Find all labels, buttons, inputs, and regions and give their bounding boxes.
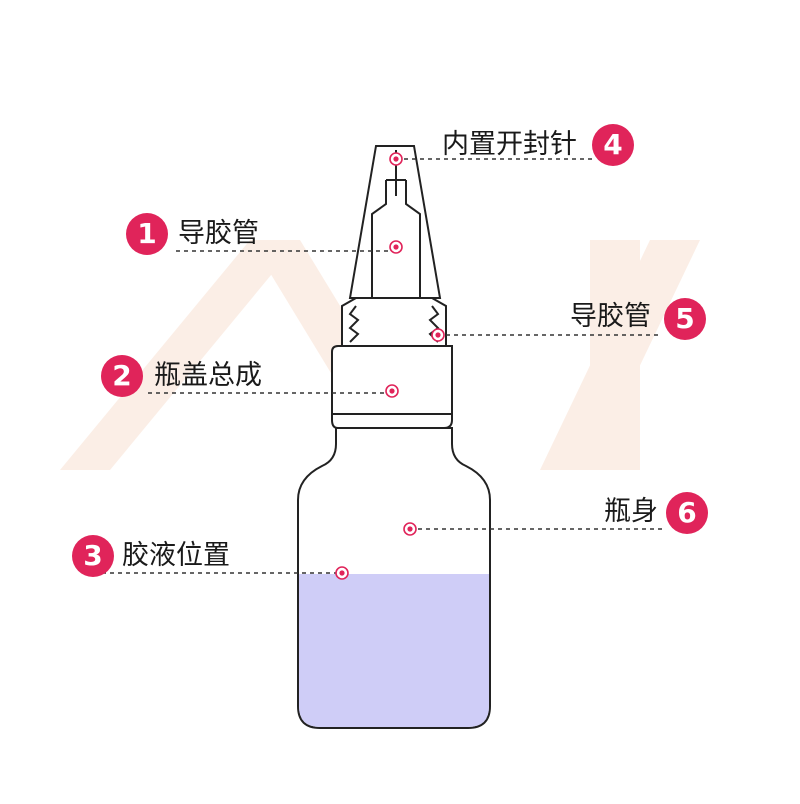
bottle-body xyxy=(297,427,491,729)
marker-dot-4 xyxy=(389,152,403,166)
leader-lines xyxy=(102,158,662,574)
callout-label-4: 内置开封针 xyxy=(442,129,577,160)
marker-dot-5 xyxy=(431,328,445,342)
callout-badge-5: 5 xyxy=(664,298,706,340)
callout-badge-6: 6 xyxy=(666,492,708,534)
marker-dot-1 xyxy=(389,240,403,254)
callout-label-5: 导胶管 xyxy=(570,301,651,332)
marker-dot-2 xyxy=(385,384,399,398)
marker-dot-3 xyxy=(335,566,349,580)
nozzle-cone xyxy=(348,145,442,299)
callout-label-2: 瓶盖总成 xyxy=(154,360,262,391)
callout-badge-3: 3 xyxy=(72,535,114,577)
callout-label-1: 导胶管 xyxy=(178,218,259,249)
callout-badge-4: 4 xyxy=(592,124,634,166)
callout-badge-2: 2 xyxy=(101,355,143,397)
glue-liquid xyxy=(299,574,489,727)
marker-dots xyxy=(335,152,445,580)
callout-label-6: 瓶身 xyxy=(604,496,658,527)
threaded-nozzle-base xyxy=(341,297,447,347)
marker-dot-6 xyxy=(403,522,417,536)
callout-label-3: 胶液位置 xyxy=(122,540,230,571)
callout-badge-1: 1 xyxy=(126,213,168,255)
